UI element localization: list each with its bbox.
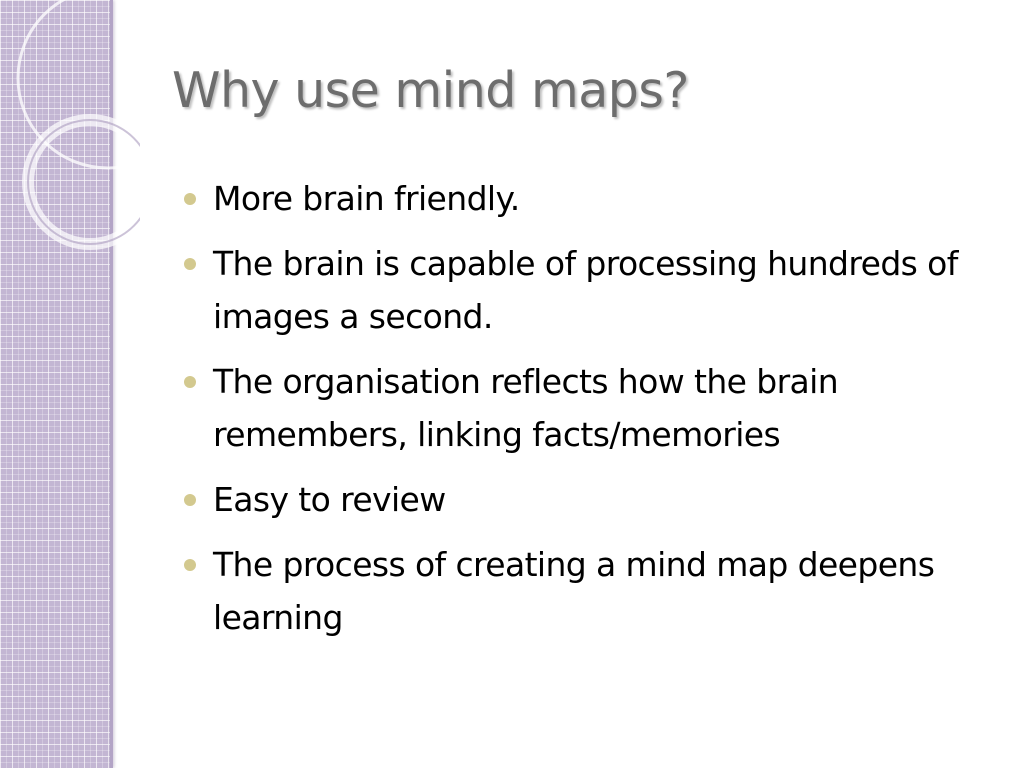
bullet-text: More brain friendly.: [213, 179, 520, 218]
bullet-dot-icon: [184, 258, 196, 270]
bullet-text: The process of creating a mind map deepe…: [213, 545, 935, 637]
bullet-item: The brain is capable of processing hundr…: [182, 237, 982, 343]
bullet-item: Easy to review: [182, 473, 982, 526]
side-panel-edge: [110, 0, 113, 768]
bullet-dot-icon: [184, 376, 196, 388]
bullet-text: The brain is capable of processing hundr…: [213, 244, 958, 336]
bullet-item: More brain friendly.: [182, 172, 982, 225]
bullet-text: The organisation reflects how the brain …: [213, 362, 839, 454]
bullet-dot-icon: [184, 559, 196, 571]
slide-title: Why use mind maps?: [172, 62, 689, 119]
bullet-text: Easy to review: [213, 480, 446, 519]
decorative-rings-icon: [16, 0, 140, 250]
bullet-dot-icon: [184, 193, 196, 205]
bullet-item: The process of creating a mind map deepe…: [182, 538, 982, 644]
bullet-list: More brain friendly. The brain is capabl…: [182, 172, 982, 656]
bullet-item: The organisation reflects how the brain …: [182, 355, 982, 461]
bullet-dot-icon: [184, 494, 196, 506]
